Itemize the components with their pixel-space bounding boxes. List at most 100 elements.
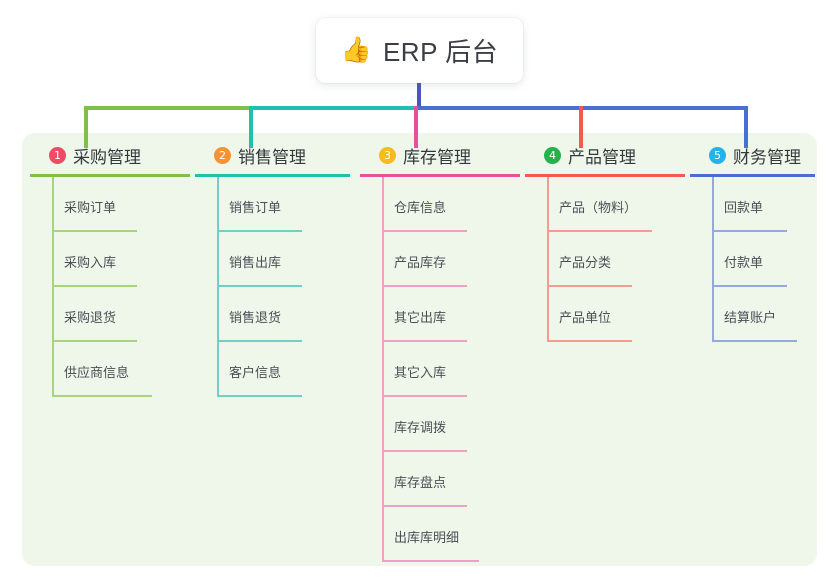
branch-header-rule-2 (195, 174, 350, 177)
leaf-item-rule (217, 395, 302, 397)
leaf-item[interactable]: 采购订单 (30, 177, 190, 232)
branch-header-4[interactable]: 4 产品管理 (525, 142, 685, 168)
branch-badge-icon-1: 1 (49, 146, 66, 164)
branch-badge-icon-3: 3 (379, 146, 396, 164)
leaf-list-1: 采购订单采购入库采购退货供应商信息 (30, 177, 190, 397)
leaf-item-rule (52, 395, 152, 397)
connector-drop-3 (414, 106, 418, 148)
branches-panel (22, 133, 817, 566)
leaf-spine-4 (547, 177, 549, 342)
connector-drop-1 (84, 106, 88, 148)
branch-title-3: 库存管理 (403, 147, 471, 167)
leaf-item-rule (217, 340, 302, 342)
root-stem-connector (417, 83, 421, 108)
leaf-item[interactable]: 产品（物料） (525, 177, 685, 232)
connector-drop-5 (744, 106, 748, 148)
leaf-item[interactable]: 销售退货 (195, 287, 350, 342)
leaf-item[interactable]: 库存调拨 (360, 397, 520, 452)
leaf-list-5: 回款单付款单结算账户 (690, 177, 815, 342)
branch-column-3: 3 库存管理仓库信息产品库存其它出库其它入库库存调拨库存盘点出库库明细 (360, 142, 520, 562)
leaf-item[interactable]: 客户信息 (195, 342, 350, 397)
leaf-item[interactable]: 仓库信息 (360, 177, 520, 232)
leaf-item[interactable]: 结算账户 (690, 287, 815, 342)
leaf-spine-5 (712, 177, 714, 342)
leaf-item-rule (382, 560, 479, 562)
leaf-item[interactable]: 采购退货 (30, 287, 190, 342)
connector-drop-4 (579, 106, 583, 148)
branch-title-4: 产品管理 (568, 147, 636, 167)
leaf-item-rule (52, 285, 137, 287)
branch-header-rule-3 (360, 174, 520, 177)
leaf-item-label: 销售退货 (229, 310, 282, 325)
leaf-item[interactable]: 产品单位 (525, 287, 685, 342)
leaf-item-rule (712, 285, 787, 287)
leaf-item-rule (52, 340, 137, 342)
leaf-item[interactable]: 库存盘点 (360, 452, 520, 507)
root-node-card[interactable]: 👍 ERP 后台 (316, 18, 523, 83)
leaf-item-label: 销售出库 (229, 255, 282, 270)
leaf-item-label: 库存盘点 (394, 475, 447, 490)
branch-column-1: 1 采购管理采购订单采购入库采购退货供应商信息 (30, 142, 190, 397)
leaf-item-label: 其它入库 (394, 365, 447, 380)
leaf-item-label: 回款单 (724, 200, 764, 215)
leaf-item[interactable]: 供应商信息 (30, 342, 190, 397)
leaf-item[interactable]: 销售订单 (195, 177, 350, 232)
leaf-item-label: 付款单 (724, 255, 764, 270)
leaf-spine-2 (217, 177, 219, 397)
leaf-item-rule (382, 230, 467, 232)
branch-column-5: 5 财务管理回款单付款单结算账户 (690, 142, 815, 342)
leaf-item[interactable]: 销售出库 (195, 232, 350, 287)
leaf-item-rule (382, 450, 467, 452)
leaf-item[interactable]: 产品分类 (525, 232, 685, 287)
leaf-item-rule (52, 230, 137, 232)
leaf-list-2: 销售订单销售出库销售退货客户信息 (195, 177, 350, 397)
leaf-spine-1 (52, 177, 54, 397)
leaf-item-label: 产品库存 (394, 255, 447, 270)
leaf-item[interactable]: 付款单 (690, 232, 815, 287)
leaf-list-3: 仓库信息产品库存其它出库其它入库库存调拨库存盘点出库库明细 (360, 177, 520, 562)
leaf-item-label: 采购订单 (64, 200, 117, 215)
leaf-item-rule (217, 285, 302, 287)
root-node-title: ERP 后台 (382, 37, 499, 67)
leaf-item[interactable]: 其它出库 (360, 287, 520, 342)
leaf-item[interactable]: 产品库存 (360, 232, 520, 287)
leaf-item-rule (217, 230, 302, 232)
leaf-item-label: 产品单位 (559, 310, 612, 325)
leaf-item-label: 仓库信息 (394, 200, 447, 215)
leaf-item-rule (382, 340, 467, 342)
branch-title-5: 财务管理 (733, 147, 801, 167)
connector-segment-1 (84, 106, 251, 110)
branch-title-1: 采购管理 (73, 147, 141, 167)
leaf-item-label: 销售订单 (229, 200, 282, 215)
leaf-item[interactable]: 其它入库 (360, 342, 520, 397)
branch-header-5[interactable]: 5 财务管理 (690, 142, 815, 168)
leaf-item-label: 库存调拨 (394, 420, 447, 435)
branch-column-4: 4 产品管理产品（物料） 产品分类产品单位 (525, 142, 685, 342)
connector-segment-2 (249, 106, 416, 110)
branch-badge-icon-5: 5 (709, 146, 726, 164)
leaf-item-label: 产品分类 (559, 255, 612, 270)
leaf-item[interactable]: 采购入库 (30, 232, 190, 287)
leaf-item-rule (547, 230, 652, 232)
thumbs-up-icon: 👍 (340, 36, 372, 64)
leaf-item[interactable]: 出库库明细 (360, 507, 520, 562)
branch-header-3[interactable]: 3 库存管理 (360, 142, 520, 168)
leaf-item-rule (382, 395, 467, 397)
leaf-item-rule (382, 505, 467, 507)
leaf-item-rule (712, 340, 797, 342)
leaf-item-label: 采购退货 (64, 310, 117, 325)
branch-header-rule-4 (525, 174, 685, 177)
branch-header-1[interactable]: 1 采购管理 (30, 142, 190, 168)
branch-badge-icon-2: 2 (214, 146, 231, 164)
branch-header-rule-1 (30, 174, 190, 177)
leaf-item-rule (547, 340, 632, 342)
leaf-item-label: 出库库明细 (394, 530, 460, 545)
leaf-item-label: 采购入库 (64, 255, 117, 270)
leaf-list-4: 产品（物料） 产品分类产品单位 (525, 177, 685, 342)
leaf-item[interactable]: 回款单 (690, 177, 815, 232)
branch-badge-icon-4: 4 (544, 146, 561, 164)
connector-drop-2 (249, 106, 253, 148)
